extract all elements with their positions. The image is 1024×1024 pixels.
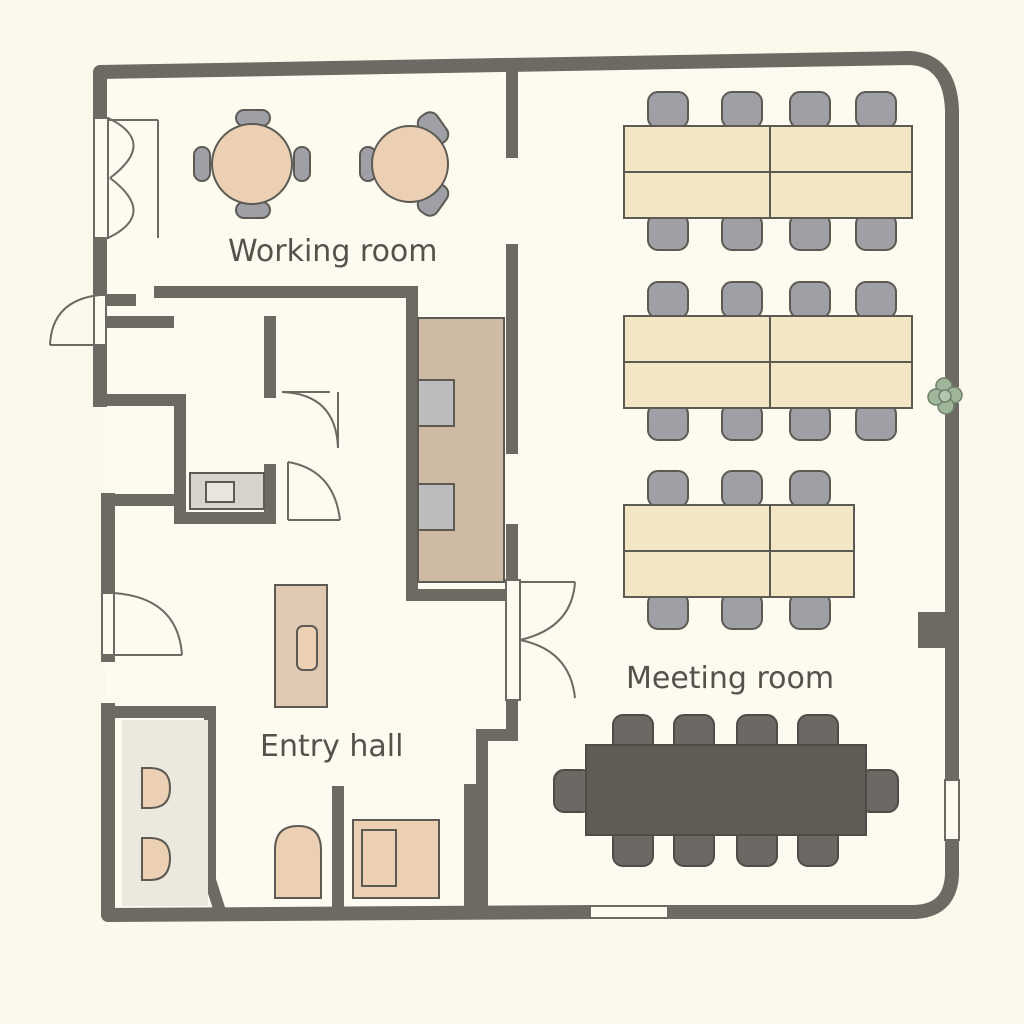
chair [721, 403, 763, 441]
doors [49, 117, 576, 701]
cabinet-unit-2 [417, 483, 455, 531]
door-working-double [93, 117, 159, 239]
round-table-2 [359, 111, 450, 217]
entry-hall-furniture [122, 584, 440, 906]
chair [789, 91, 831, 129]
windows [589, 779, 960, 919]
storage-shelf-1 [141, 767, 172, 809]
chair [647, 91, 689, 129]
conference-table-group [553, 714, 899, 867]
chair [721, 213, 763, 251]
round-table-1 [193, 109, 311, 219]
desk-row [623, 470, 855, 630]
reception-desk-inset [296, 625, 318, 671]
wall-pillar-right [918, 612, 952, 648]
chair [855, 281, 897, 319]
chair [647, 281, 689, 319]
chair [647, 213, 689, 251]
chair [789, 213, 831, 251]
chair [855, 403, 897, 441]
wall-left-room [94, 394, 276, 524]
service-area [189, 317, 505, 583]
chair [721, 592, 763, 630]
chair [647, 470, 689, 508]
conference-table [585, 744, 867, 836]
chair [721, 281, 763, 319]
wall-working-bottom [154, 286, 518, 601]
outer-wall-bottom [101, 703, 598, 922]
desk-row [623, 281, 913, 441]
chair [721, 470, 763, 508]
interior-walls [94, 66, 518, 918]
chair [789, 592, 831, 630]
outer-walls [93, 51, 959, 922]
door-meeting-double [505, 579, 576, 701]
chair [789, 403, 831, 441]
sink-basin [205, 481, 235, 503]
wall-storage [106, 706, 226, 913]
entry-hall-label: Entry hall [260, 729, 403, 764]
plant-icon [927, 377, 963, 415]
meeting-room-desks [623, 91, 913, 630]
chair [647, 403, 689, 441]
window-bottom [589, 905, 669, 919]
side-cabinet-inset [361, 829, 397, 887]
chair [855, 91, 897, 129]
working-room-furniture [193, 109, 450, 219]
door-closet [281, 391, 339, 449]
window-right [944, 779, 960, 841]
chair [647, 592, 689, 630]
door-corridor-entry [287, 461, 341, 521]
outer-wall-right-bottom [661, 833, 959, 919]
desk-row [623, 91, 913, 251]
storage-shelf-2 [141, 837, 172, 881]
chair [721, 91, 763, 129]
working-room-label: Working room [228, 234, 438, 269]
wall-meeting-west-lower [476, 694, 518, 918]
arched-niche [274, 824, 322, 899]
door-entry-west [101, 592, 183, 656]
cabinet-unit-1 [417, 379, 455, 427]
chair [855, 213, 897, 251]
cabinet-wall [417, 317, 505, 583]
storage-room-fill [122, 720, 208, 906]
outer-wall-top [93, 51, 959, 387]
door-left-exterior [49, 294, 107, 346]
meeting-room-label: Meeting room [626, 661, 834, 696]
chair [789, 470, 831, 508]
chair [789, 281, 831, 319]
